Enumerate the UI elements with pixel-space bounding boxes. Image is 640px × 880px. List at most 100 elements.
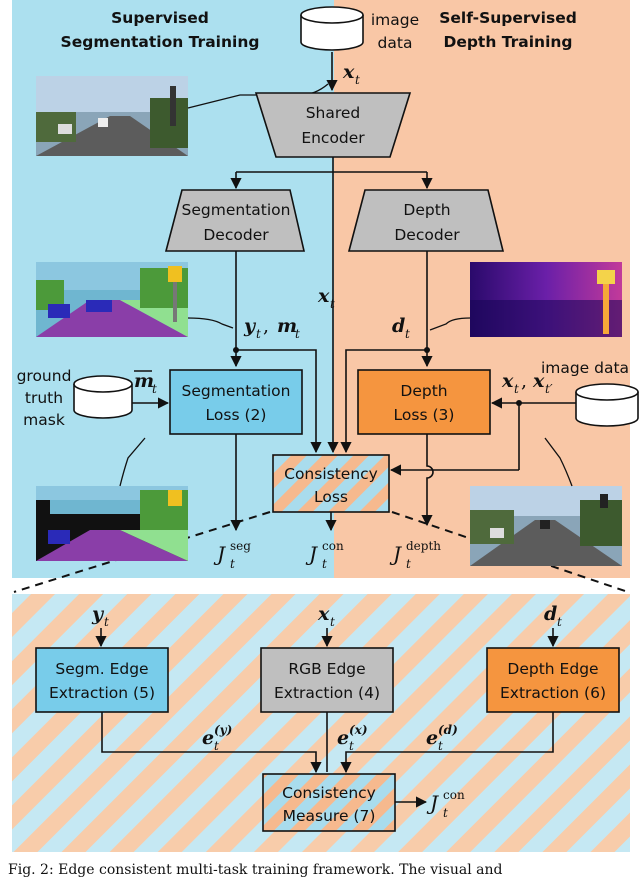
- svg-text:d: d: [544, 603, 557, 625]
- svg-text:t: t: [355, 73, 360, 87]
- svg-text:m: m: [277, 315, 297, 337]
- svg-text:x: x: [317, 285, 330, 307]
- label-J-seg: J t seg: [213, 539, 251, 571]
- supervised-title-1: Supervised: [111, 9, 209, 27]
- supervised-title-2: Segmentation Training: [61, 33, 260, 51]
- depth-decoder-1: Depth: [403, 201, 450, 219]
- svg-text:J: J: [426, 791, 439, 815]
- label-yt-detail: y t: [91, 603, 109, 629]
- label-e-d: e t (d): [426, 723, 458, 753]
- selfsup-title-2: Depth Training: [443, 33, 572, 51]
- segmentation-prediction-image: [36, 262, 188, 337]
- svg-text:y: y: [243, 315, 257, 337]
- consistency-loss-2: Loss: [314, 488, 348, 506]
- svg-text:t: t: [349, 739, 354, 753]
- svg-text:con: con: [322, 539, 344, 553]
- svg-text:t: t: [104, 615, 109, 629]
- svg-text:x: x: [317, 603, 330, 625]
- svg-text:e: e: [426, 727, 438, 749]
- svg-text:x: x: [532, 370, 545, 392]
- gt-mask-2: truth: [25, 389, 63, 407]
- segm-edge-2: Extraction (5): [49, 684, 155, 702]
- seg-loss-2: Loss (2): [206, 406, 267, 424]
- depth-edge-box: [486, 647, 620, 713]
- svg-text:seg: seg: [230, 539, 251, 553]
- consistency-loss-box: [272, 454, 390, 513]
- label-xt-xtprime: x t , x t′: [501, 370, 553, 396]
- svg-text:depth: depth: [406, 539, 441, 553]
- depth-edge-2: Extraction (6): [500, 684, 606, 702]
- segmentation-loss-box: [169, 369, 303, 435]
- label-J-depth: J t depth: [389, 539, 441, 571]
- rgb-photo-top: [36, 76, 188, 156]
- svg-text:,: ,: [263, 315, 269, 337]
- depth-loss-2: Loss (3): [394, 406, 455, 424]
- label-yt-mt: y t , m t: [243, 315, 300, 341]
- svg-text:m: m: [134, 370, 154, 392]
- depth-edge-1: Depth Edge: [507, 660, 598, 678]
- label-dt-detail: d t: [544, 603, 562, 629]
- zoom-line-left: [13, 511, 271, 593]
- image-data-cylinder-top: [300, 6, 364, 51]
- svg-text:(d): (d): [438, 723, 458, 737]
- svg-text:t: t: [230, 557, 235, 571]
- consistency-measure-1: Consistency: [282, 784, 376, 802]
- rgb-photo-right: [470, 486, 622, 566]
- svg-text:J: J: [213, 542, 226, 566]
- image-data-top-1: image: [371, 11, 419, 29]
- svg-text:t: t: [514, 382, 519, 396]
- shared-encoder-2: Encoder: [301, 129, 365, 147]
- shared-encoder: [254, 92, 412, 158]
- svg-text:t: t: [557, 615, 562, 629]
- svg-text:t: t: [152, 382, 157, 396]
- svg-text:t: t: [214, 739, 219, 753]
- consistency-loss-1: Consistency: [284, 465, 378, 483]
- svg-text:y: y: [91, 603, 105, 625]
- label-dt: d t: [392, 315, 410, 341]
- consistency-measure-2: Measure (7): [283, 807, 376, 825]
- label-e-x: e t (x): [337, 723, 368, 753]
- shared-encoder-1: Shared: [306, 104, 361, 122]
- svg-text:t: t: [256, 327, 261, 341]
- depth-decoder-2: Decoder: [394, 226, 460, 244]
- rgb-edge-1: RGB Edge: [288, 660, 365, 678]
- svg-text:J: J: [305, 542, 318, 566]
- rgb-edge-2: Extraction (4): [274, 684, 380, 702]
- selfsup-title-1: Self-Supervised: [439, 9, 577, 27]
- rgb-edge-box: [260, 647, 394, 713]
- svg-text:t: t: [330, 615, 335, 629]
- svg-text:t: t: [295, 327, 300, 341]
- svg-text:t: t: [406, 557, 411, 571]
- label-mbar-t: m t: [134, 370, 157, 396]
- svg-text:con: con: [443, 788, 465, 802]
- svg-text:t: t: [438, 739, 443, 753]
- svg-text:e: e: [202, 727, 214, 749]
- label-e-y: e t (y): [202, 723, 232, 753]
- gt-mask-3: mask: [23, 411, 65, 429]
- gt-mask-1: ground: [17, 367, 72, 385]
- svg-text:e: e: [337, 727, 349, 749]
- svg-text:t: t: [322, 557, 327, 571]
- svg-text:d: d: [392, 315, 405, 337]
- svg-text:t: t: [405, 327, 410, 341]
- ground-truth-cylinder: [73, 375, 133, 419]
- svg-text:t: t: [443, 806, 448, 820]
- segm-edge-1: Segm. Edge: [55, 660, 148, 678]
- svg-text:x: x: [501, 370, 514, 392]
- depth-decoder: [347, 189, 505, 252]
- svg-text:(x): (x): [349, 723, 368, 737]
- seg-decoder-2: Decoder: [203, 226, 269, 244]
- depth-loss-box: [357, 369, 491, 435]
- depth-prediction-image: [470, 262, 622, 337]
- figure-caption: Fig. 2: Edge consistent multi-task train…: [8, 862, 502, 878]
- image-data-top-2: data: [378, 34, 413, 52]
- svg-text:t′: t′: [545, 382, 553, 396]
- segmentation-decoder: [164, 189, 306, 252]
- label-J-con-detail: J t con: [426, 788, 465, 820]
- seg-loss-1: Segmentation: [182, 382, 291, 400]
- segm-edge-box: [35, 647, 169, 713]
- consistency-measure-box: [262, 773, 396, 832]
- image-data-cylinder-right: [575, 383, 639, 427]
- ground-truth-mask-image: [36, 486, 188, 561]
